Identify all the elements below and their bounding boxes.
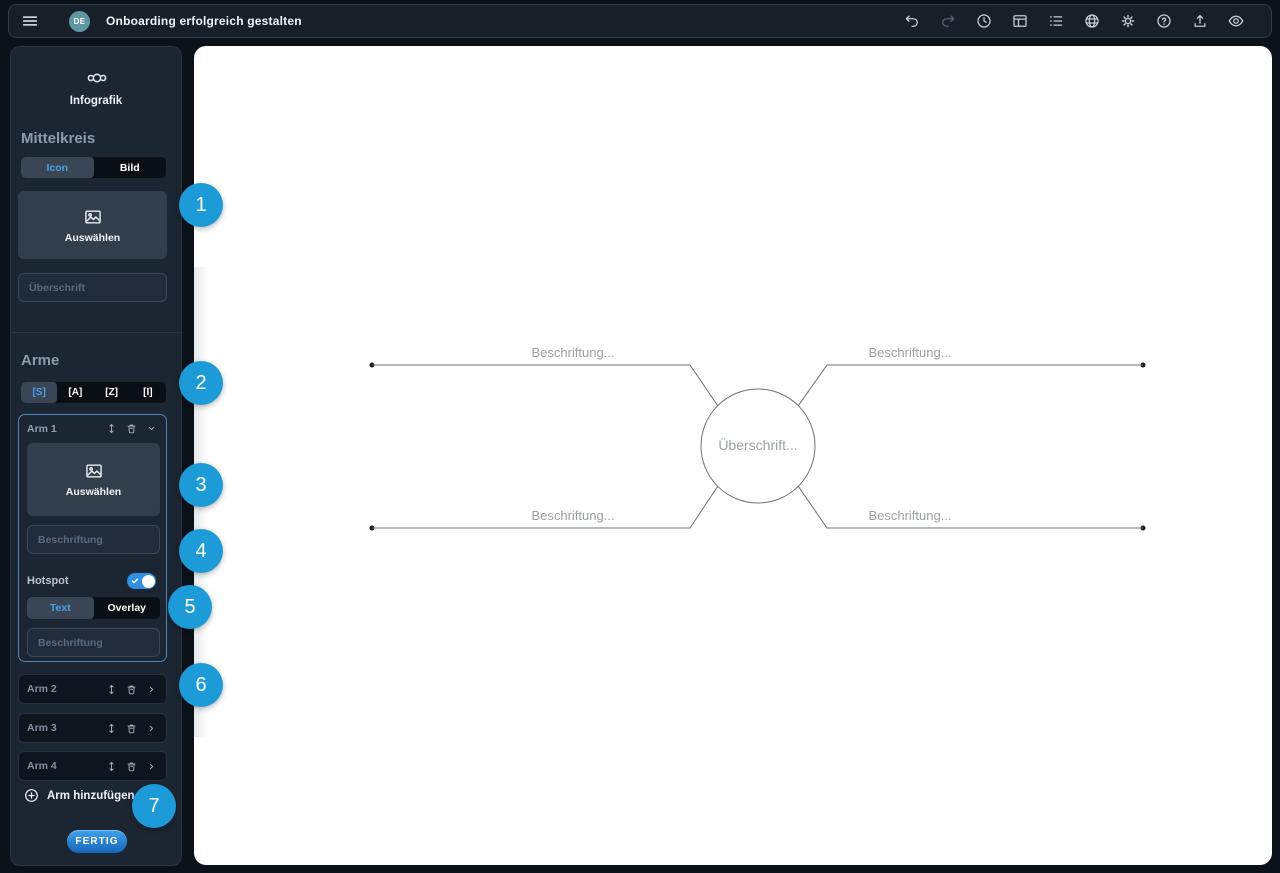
preview-eye-icon[interactable]: [1227, 12, 1245, 30]
arm3-label: Arm 3: [27, 722, 57, 734]
arme-heading: Arme: [21, 352, 60, 369]
picker-label: Auswählen: [64, 231, 121, 244]
plus-circle-icon: [25, 789, 38, 802]
redo-icon[interactable]: [939, 12, 957, 30]
arm1-caption-input[interactable]: [27, 525, 160, 554]
globe-icon[interactable]: [1083, 12, 1101, 30]
arm-shape-tabs: [S] [A] [Z] [I]: [21, 382, 166, 403]
step-badge-4[interactable]: 4: [179, 529, 223, 573]
tab-shape-a[interactable]: [A]: [68, 387, 83, 398]
center-title-input[interactable]: [18, 273, 167, 302]
arm-shape-bottom-left[interactable]: Beschriftung...: [369, 486, 719, 531]
top-toolbar: DE Onboarding erfolgreich gestalten: [8, 4, 1272, 38]
arm1-header[interactable]: Arm 1: [19, 415, 166, 442]
add-arm-label: Arm hinzufügen: [47, 789, 135, 802]
design-canvas[interactable]: Beschriftung... Beschriftung... Beschrif…: [194, 46, 1272, 865]
chevron-right-icon[interactable]: [145, 760, 158, 773]
delete-trash-icon[interactable]: [125, 422, 138, 435]
export-upload-icon[interactable]: [1191, 12, 1209, 30]
tool-title: Infografik: [69, 95, 123, 107]
settings-sidebar: Infografik Mittelkreis Icon Bild Auswähl…: [10, 46, 183, 866]
step-badge-2[interactable]: 2: [179, 361, 223, 405]
tab-shape-i[interactable]: [I]: [143, 387, 153, 398]
arm1-header-icons: [105, 422, 158, 435]
step-badge-6[interactable]: 6: [179, 663, 223, 707]
arm2-label: Arm 2: [27, 683, 57, 695]
topbar-actions: [903, 12, 1245, 30]
chevron-right-icon[interactable]: [145, 683, 158, 696]
arm-caption[interactable]: Beschriftung...: [868, 345, 951, 360]
list-icon[interactable]: [1047, 12, 1065, 30]
delete-trash-icon[interactable]: [125, 683, 138, 696]
arm-caption[interactable]: Beschriftung...: [531, 345, 614, 360]
arm4-row-icons: [105, 760, 158, 773]
step-badge-5[interactable]: 5: [168, 585, 212, 629]
chevron-right-icon[interactable]: [145, 722, 158, 735]
hotspot-toggle[interactable]: [127, 573, 156, 589]
drag-handle-icon[interactable]: [105, 722, 118, 735]
center-image-picker[interactable]: Auswählen: [18, 191, 167, 259]
drag-handle-icon[interactable]: [105, 760, 118, 773]
undo-icon[interactable]: [903, 12, 921, 30]
check-icon: [131, 578, 139, 584]
history-icon[interactable]: [975, 12, 993, 30]
settings-gear-icon[interactable]: [1119, 12, 1137, 30]
image-icon: [85, 464, 102, 478]
delete-trash-icon[interactable]: [125, 760, 138, 773]
help-icon[interactable]: [1155, 12, 1173, 30]
topbar-left: DE Onboarding erfolgreich gestalten: [17, 8, 302, 34]
tab-text[interactable]: Text: [27, 597, 94, 619]
center-type-tabs: Icon Bild: [21, 157, 166, 178]
arm-row[interactable]: Arm 4: [18, 751, 167, 781]
arm-shape-top-right[interactable]: Beschriftung...: [797, 345, 1146, 406]
infographic-diagram: Beschriftung... Beschriftung... Beschrif…: [369, 345, 1146, 531]
arm3-row-icons: [105, 722, 158, 735]
hotspot-label: Hotspot: [27, 575, 69, 587]
toggle-knob: [141, 574, 155, 588]
section-divider: [11, 332, 183, 333]
arm4-label: Arm 4: [27, 760, 57, 772]
tab-icon[interactable]: Icon: [21, 157, 94, 178]
drag-handle-icon[interactable]: [105, 683, 118, 696]
arm2-row-icons: [105, 683, 158, 696]
tab-shape-z[interactable]: [Z]: [105, 387, 119, 398]
arm-caption[interactable]: Beschriftung...: [531, 508, 614, 523]
document-title: Onboarding erfolgreich gestalten: [106, 14, 302, 28]
mittelkreis-heading: Mittelkreis: [21, 130, 96, 147]
arm1-label: Arm 1: [27, 422, 57, 435]
arm-panel-expanded: Arm 1 Auswählen Hotspot Text Overlay: [18, 414, 167, 662]
hotspot-caption-input[interactable]: [27, 628, 160, 657]
hamburger-menu-icon[interactable]: [17, 8, 43, 34]
arm-shape-bottom-right[interactable]: Beschriftung...: [797, 486, 1146, 531]
arm-row[interactable]: Arm 3: [18, 713, 167, 743]
arm-caption[interactable]: Beschriftung...: [868, 508, 951, 523]
chevron-down-icon[interactable]: [145, 422, 158, 435]
image-icon: [84, 209, 101, 224]
drag-handle-icon[interactable]: [105, 422, 118, 435]
arm-row[interactable]: Arm 2: [18, 674, 167, 704]
fertig-button[interactable]: FERTIG: [67, 830, 127, 853]
center-circle-label[interactable]: Überschrift...: [718, 436, 797, 453]
picker-label: Auswählen: [65, 486, 122, 498]
step-badge-7[interactable]: 7: [132, 784, 176, 828]
layout-icon[interactable]: [1011, 12, 1029, 30]
center-circle[interactable]: Überschrift...: [700, 388, 816, 504]
arm1-image-picker[interactable]: Auswählen: [27, 443, 160, 516]
tab-overlay[interactable]: Overlay: [107, 602, 147, 614]
add-arm-button[interactable]: Arm hinzufügen: [23, 787, 135, 804]
delete-trash-icon[interactable]: [125, 722, 138, 735]
infographic-icon: [84, 65, 110, 91]
avatar[interactable]: DE: [69, 10, 90, 32]
step-badge-1[interactable]: 1: [179, 183, 223, 227]
step-badge-3[interactable]: 3: [179, 463, 223, 507]
tab-bild[interactable]: Bild: [119, 161, 140, 174]
arm-shape-top-left[interactable]: Beschriftung...: [369, 345, 719, 406]
hotspot-mode-tabs: Text Overlay: [27, 597, 160, 619]
tab-shape-s[interactable]: [S]: [21, 382, 58, 403]
